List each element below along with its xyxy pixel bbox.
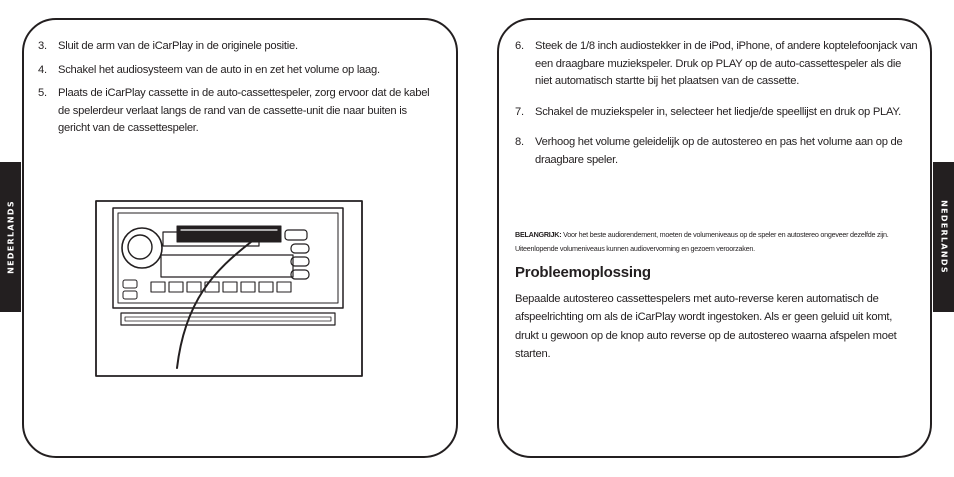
language-side-tab-right: NEDERLANDS (933, 162, 954, 312)
lower-tray-slot (124, 316, 332, 322)
lower-tray (120, 312, 336, 326)
important-note: BELANGRIJK: Voor het beste audiorendemen… (515, 228, 915, 255)
step-text: Schakel het audiosysteem van de auto in … (58, 63, 380, 76)
step-text: Verhoog het volume geleidelijk op de aut… (535, 136, 903, 166)
preset-button (122, 279, 138, 289)
volume-knob (121, 227, 163, 269)
station-button (150, 281, 166, 293)
station-button (186, 281, 202, 293)
step-3: 3. Sluit de arm van de iCarPlay in de or… (38, 38, 438, 56)
dashboard-frame (95, 200, 363, 377)
station-button (258, 281, 274, 293)
icarplay-cassette (176, 225, 282, 243)
station-button (276, 281, 292, 293)
stereo-body (112, 207, 344, 309)
car-cassette-player-illustration (95, 200, 363, 377)
station-button (222, 281, 238, 293)
display-window (160, 254, 294, 278)
step-4: 4. Schakel het audiosysteem van de auto … (38, 62, 438, 80)
step-text: Schakel de muziekspeler in, selecteer he… (535, 105, 902, 118)
language-label-right: NEDERLANDS (939, 200, 948, 274)
step-number: 8. (515, 136, 524, 149)
right-page-panel (497, 18, 932, 458)
step-text: Steek de 1/8 inch audiostekker in de iPo… (535, 40, 918, 88)
step-5: 5. Plaats de iCarPlay cassette in de aut… (38, 85, 438, 138)
language-side-tab-left: NEDERLANDS (0, 162, 21, 312)
troubleshooting-heading: Probleemoplossing (515, 264, 651, 281)
instruction-steps-right: 6. Steek de 1/8 inch audiostekker in de … (515, 38, 920, 183)
important-label: BELANGRIJK: (515, 230, 562, 239)
station-button (240, 281, 256, 293)
instruction-steps-left: 3. Sluit de arm van de iCarPlay in de or… (38, 38, 438, 144)
function-button (290, 269, 310, 280)
language-label-left: NEDERLANDS (6, 200, 15, 274)
volume-knob-inner (127, 234, 153, 260)
station-button (168, 281, 184, 293)
stereo-faceplate (117, 212, 339, 304)
important-text: Voor het beste audiorendement, moeten de… (515, 230, 889, 253)
step-number: 6. (515, 40, 524, 52)
step-text: Sluit de arm van de iCarPlay in de origi… (58, 40, 298, 52)
function-button (290, 256, 310, 267)
step-text: Plaats de iCarPlay cassette in de auto-c… (58, 87, 430, 135)
step-8: 8. Verhoog het volume geleidelijk op de … (515, 134, 920, 169)
step-7: 7. Schakel de muziekspeler in, selecteer… (515, 104, 920, 122)
step-6: 6. Steek de 1/8 inch audiostekker in de … (515, 38, 920, 91)
step-number: 4. (38, 63, 47, 76)
step-number: 3. (38, 40, 47, 52)
eject-lever (284, 229, 308, 241)
troubleshooting-body: Bepaalde autostereo cassettespelers met … (515, 293, 897, 361)
function-button (290, 243, 310, 254)
step-number: 5. (38, 87, 47, 100)
step-number: 7. (515, 105, 524, 118)
preset-button (122, 290, 138, 300)
audio-cable (176, 241, 252, 369)
